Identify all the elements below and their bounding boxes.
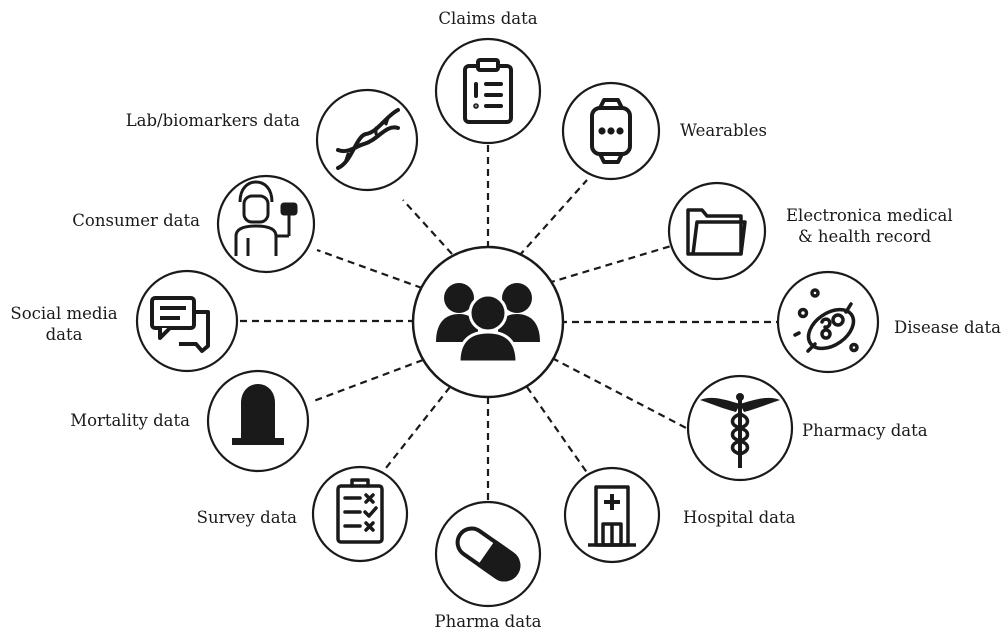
connector-mortality [310, 358, 424, 404]
clipboard-list-icon [463, 58, 513, 124]
label-emr: Electronica medical & health record [786, 206, 953, 246]
folder-icon [686, 208, 747, 256]
connector-consumer [316, 248, 423, 290]
label-survey: Survey data [196, 508, 297, 527]
label-disease: Disease data [894, 318, 1001, 337]
label-social: Social media data [10, 304, 118, 344]
node-survey [311, 465, 409, 563]
node-wearables [561, 81, 661, 181]
connector-emr [547, 244, 672, 285]
label-consumer: Consumer data [72, 211, 200, 230]
node-disease [776, 270, 880, 374]
smartwatch-icon [590, 98, 632, 164]
label-mortality: Mortality data [70, 411, 190, 430]
connector-wearables [518, 179, 588, 257]
hospital-building-icon [588, 485, 636, 547]
label-hospital: Hospital data [683, 508, 796, 527]
node-mortality [206, 369, 310, 473]
consumer-person-icon [234, 180, 298, 256]
pill-capsule-icon [455, 526, 521, 582]
connector-hospital [526, 386, 589, 475]
label-wearables: Wearables [680, 121, 768, 140]
node-lab [315, 88, 419, 192]
bacteria-icon [793, 288, 859, 353]
node-pharmacy [686, 374, 794, 482]
label-claims: Claims data [438, 9, 538, 28]
checklist-clipboard-icon [336, 478, 384, 544]
hub-node [411, 245, 565, 399]
connector-pharmacy [551, 357, 691, 431]
caduceus-icon [700, 393, 780, 468]
tombstone-icon [232, 384, 284, 445]
chat-bubbles-icon [150, 296, 210, 353]
label-pharmacy: Pharmacy data [802, 421, 928, 440]
dna-helix-icon [336, 108, 400, 170]
label-pharma: Pharma data [434, 612, 542, 631]
node-pharma [434, 500, 542, 608]
node-hospital [563, 466, 661, 564]
label-lab: Lab/biomarkers data [125, 111, 300, 130]
connector-lab [402, 199, 453, 255]
people-group-icon [436, 283, 540, 364]
connector-survey [377, 386, 451, 479]
node-social [135, 269, 239, 373]
node-claims [434, 37, 542, 145]
node-emr [667, 181, 767, 281]
node-consumer [216, 174, 316, 274]
